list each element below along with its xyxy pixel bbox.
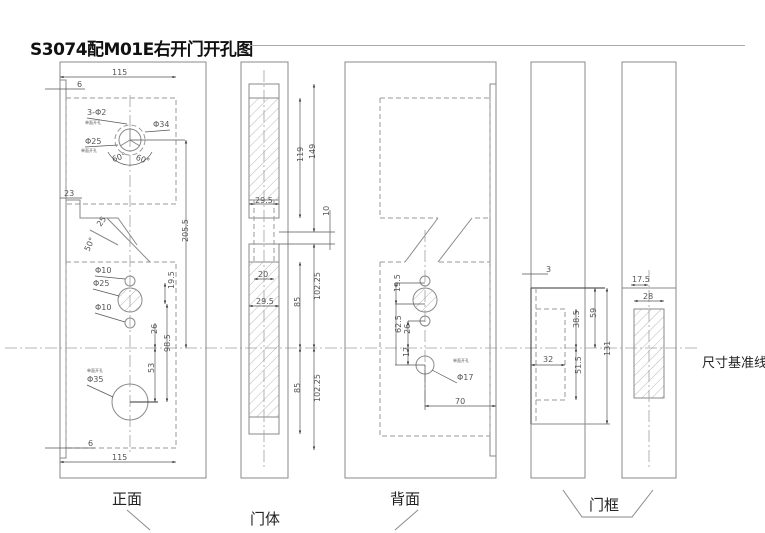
reference-line-label: 尺寸基准线 (702, 356, 765, 371)
dim-102-25-bottom: 102.25 (313, 374, 322, 402)
back-hole-10-top (419, 275, 431, 287)
back-upper-pocket (379, 97, 491, 219)
back-cylinder-hole (412, 287, 438, 313)
back-view: 19.5 62.5 26 17 单面开孔 Φ17 70 背面 (344, 61, 497, 531)
frame-dim-38-5: 38.5 (572, 310, 581, 328)
spoke (129, 139, 141, 147)
frame-dim-17-5: 17.5 (632, 275, 650, 284)
hole-10-top (124, 275, 136, 287)
edge-view-label: 门体 (250, 510, 280, 528)
dim-119: 119 (296, 147, 305, 162)
dim-85-bottom: 85 (293, 383, 302, 393)
dim-102-25-top: 102.25 (313, 272, 322, 300)
dim-149: 149 (308, 144, 317, 159)
leader-line (86, 384, 114, 398)
back-latch-cut (404, 217, 473, 263)
dim-29-5-lower: 29.5 (256, 297, 274, 306)
back-view-label: 背面 (390, 490, 420, 508)
back-label-phi17: Φ17 (457, 373, 473, 382)
dim-115-top: 115 (112, 68, 127, 77)
dim-85-top: 85 (293, 297, 302, 307)
front-upper-pocket (65, 97, 177, 205)
back-door-outline (344, 61, 497, 479)
front-door-outline (59, 61, 207, 479)
dim-19-5: 19.5 (167, 271, 176, 289)
frame-dim-51-5: 51.5 (574, 356, 583, 374)
front-edge-strip (59, 79, 67, 459)
back-note-single-side: 单面开孔 (453, 357, 469, 363)
leader-line (431, 369, 458, 384)
angle-50: 50° (83, 236, 97, 253)
back-edge-strip (489, 83, 497, 457)
back-dim-70: 70 (455, 397, 465, 406)
back-dim-17: 17 (402, 347, 411, 357)
drawing-title: S3074配M01E右开门开孔图 (30, 40, 253, 60)
frame-view-label: 门框 (589, 496, 619, 514)
edge-view: 29.5 119 149 10 20 29.5 85 102.25 85 102… (240, 61, 335, 528)
dim-29-5-upper: 29.5 (255, 196, 273, 205)
front-view: 115 6 3-Φ2 单面开孔 Φ34 Φ25 单面开孔 60° 60° 23 … (45, 61, 207, 531)
frame-dim-28: 28 (643, 292, 653, 301)
leader-line (144, 129, 171, 133)
dim-6-bottom: 6 (88, 439, 93, 448)
label-phi25-cyl: Φ25 (93, 279, 109, 288)
leader-line (92, 288, 120, 297)
dim-26: 26 (150, 324, 159, 334)
note-single-side-2: 单面开孔 (81, 147, 97, 153)
dim-205-5: 205.5 (181, 219, 190, 242)
frame-right-outline (621, 61, 677, 479)
leader-line (84, 144, 119, 148)
back-dim-62-5: 62.5 (394, 315, 403, 333)
note-single-side-1: 单面开孔 (85, 119, 101, 125)
front-view-label: 正面 (112, 490, 142, 508)
frame-left-outline (530, 61, 586, 479)
edge-outline (240, 61, 289, 479)
frame-dim-32: 32 (543, 355, 553, 364)
hole-10-bottom (124, 317, 136, 329)
spoke (119, 139, 131, 147)
label-pointer (126, 509, 151, 531)
back-dim-19-5: 19.5 (393, 274, 402, 292)
leader-line (86, 117, 128, 125)
dim-20: 20 (258, 270, 268, 279)
label-phi10-bottom: Φ10 (95, 303, 111, 312)
angle-60-left: 60° (111, 151, 127, 164)
dim-115-bottom: 115 (112, 453, 127, 462)
leader-line (94, 275, 126, 280)
back-dim-26: 26 (403, 324, 412, 334)
leader-line (94, 312, 126, 323)
dim-53: 53 (147, 363, 156, 373)
frame-dim-131: 131 (603, 341, 612, 356)
frame-label-bracket (562, 489, 654, 518)
frame-dim-3: 3 (546, 265, 551, 274)
label-phi35: Φ35 (87, 375, 103, 384)
label-3-phi2: 3-Φ2 (87, 108, 106, 117)
label-pointer (394, 509, 419, 531)
dim-23: 23 (64, 189, 74, 198)
label-phi25-top: Φ25 (85, 137, 101, 146)
title-divider (248, 45, 745, 46)
frame-view: 3 59 38.5 51.5 131 32 17.5 28 门框 (522, 61, 677, 518)
dim-98-5: 98.5 (163, 334, 172, 352)
label-phi10-top: Φ10 (95, 266, 111, 275)
label-phi34: Φ34 (153, 120, 169, 129)
frame-hidden-pocket (535, 288, 566, 424)
front-lower-pocket (65, 261, 177, 449)
note-single-side-3: 单面开孔 (87, 367, 103, 373)
frame-dim-59: 59 (589, 308, 598, 318)
dim-25-latch: 25 (95, 215, 108, 229)
front-latch-cut (65, 199, 151, 263)
angle-arc (107, 151, 153, 166)
dim-6-top: 6 (77, 80, 82, 89)
dim-10: 10 (322, 206, 331, 216)
cylinder-hole-25 (117, 287, 143, 313)
back-lower-pocket (379, 261, 491, 437)
